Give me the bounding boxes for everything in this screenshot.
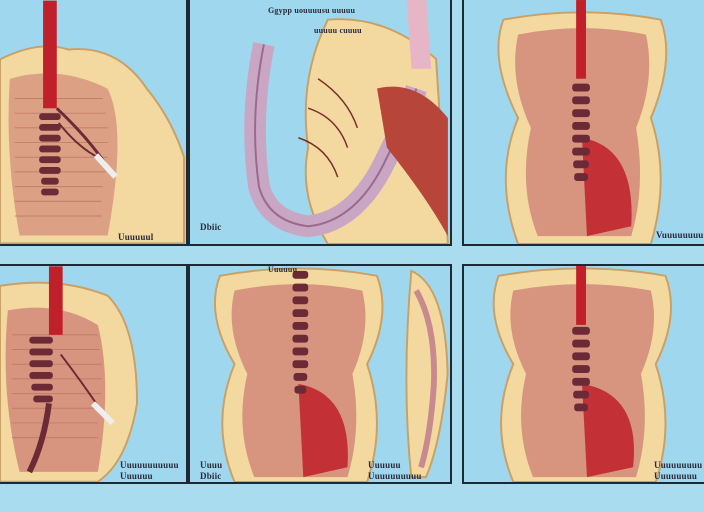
torso-spine-illustration (0, 0, 186, 244)
stomach-illustration (497, 0, 668, 244)
caption: Uuuuuul (118, 232, 154, 242)
panel-bottom-middle: Uuuuuu Uuuu Dbiic Uuuuuu Uuuuuuuuuu (188, 264, 452, 484)
panel-top-middle: Ggypp uouuuusu uuuuu uuuuu cuuuu Dbiic (188, 0, 452, 246)
caption-line-1: Uuuuuuuuu (654, 460, 703, 470)
caption: Vuuuuuuuu (656, 230, 704, 240)
stomach-illustration (214, 267, 449, 482)
caption: Dbiic (200, 222, 222, 232)
title-line-1: Ggypp uouuuusu uuuuu (268, 6, 356, 15)
title-line-2: uuuuu cuuuu (314, 26, 362, 35)
caption-line-2: Uuuuuuuu (654, 471, 698, 481)
panel-bottom-right: Uuuuuuuuu Uuuuuuuu (462, 264, 704, 484)
caption-line-1: Uuuuuuuuuuu (120, 460, 179, 470)
title: Uuuuuu (268, 265, 298, 274)
caption-left-line-2: Dbiic (200, 471, 222, 481)
caption-right-line-2: Uuuuuuuuuu (368, 471, 422, 481)
panel-top-left: Uuuuuul (0, 0, 188, 246)
panel-top-right: Vuuuuuuuu (462, 0, 704, 246)
torso-spine-illustration (0, 266, 139, 482)
esophagus-illustration (244, 0, 449, 244)
panel-bottom-left: Uuuuuuuuuuu Uuuuuu (0, 264, 188, 484)
stomach-illustration (492, 266, 672, 482)
caption-left-line-1: Uuuu (200, 460, 223, 470)
caption-right-line-1: Uuuuuu (368, 460, 401, 470)
caption-line-2: Uuuuuu (120, 471, 153, 481)
